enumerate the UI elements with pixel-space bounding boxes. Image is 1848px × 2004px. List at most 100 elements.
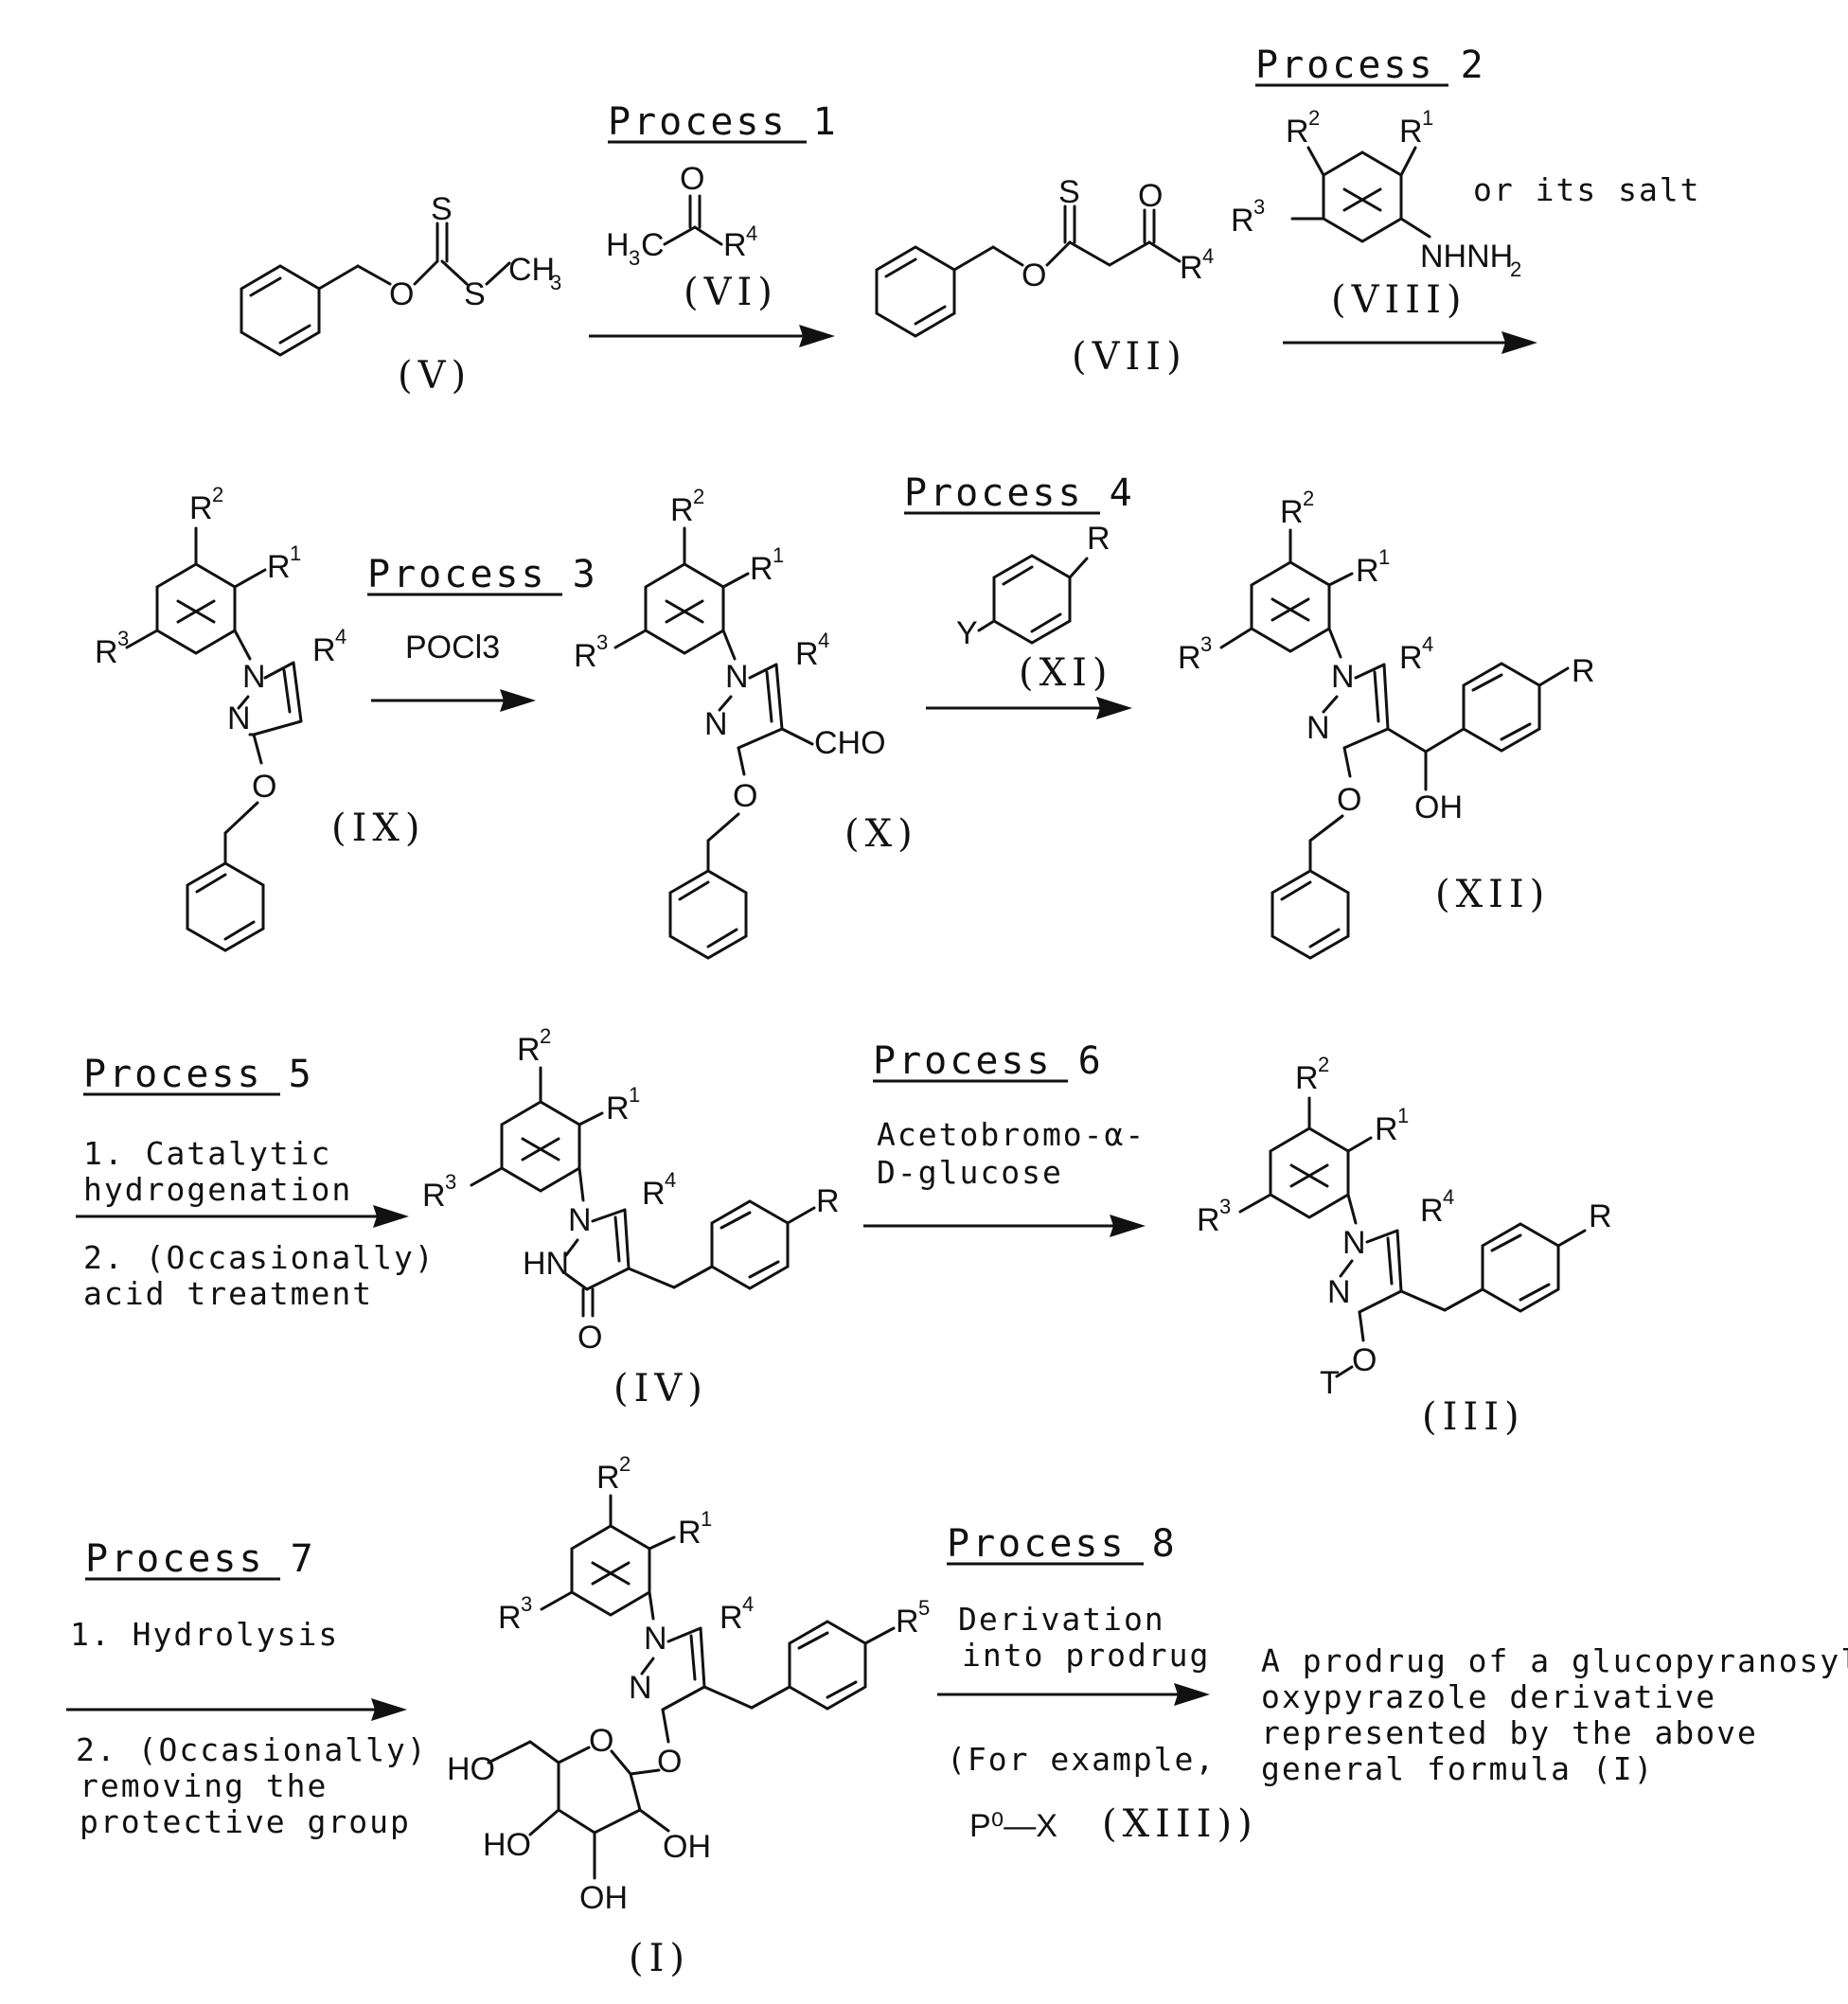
svg-text:N: N: [568, 1202, 592, 1238]
svg-text:Y: Y: [956, 615, 978, 651]
process-3-arrowhead: [500, 689, 536, 712]
svg-text:O: O: [733, 778, 757, 814]
svg-text:HN: HN: [523, 1246, 569, 1282]
svg-text:O: O: [252, 769, 276, 805]
svg-text:N: N: [227, 701, 251, 736]
compound-I-label: (I): [629, 1937, 690, 1980]
svg-text:2: 2: [212, 483, 223, 506]
svg-text:1: 1: [290, 541, 301, 565]
svg-text:S: S: [1058, 174, 1080, 210]
process-5-arrowhead: [373, 1205, 409, 1228]
svg-text:O: O: [578, 1320, 602, 1356]
svg-text:N: N: [1342, 1225, 1366, 1261]
svg-text:3: 3: [521, 1592, 532, 1616]
svg-text:1: 1: [1378, 545, 1390, 569]
svg-text:R: R: [1356, 553, 1379, 589]
svg-text:N: N: [1327, 1274, 1351, 1310]
process-6-title: Process 6: [873, 1039, 1104, 1083]
svg-text:N: N: [1331, 659, 1355, 695]
svg-text:R: R: [1399, 114, 1423, 150]
process-8-title: Process 8: [947, 1522, 1178, 1566]
svg-text:R: R: [1295, 1060, 1319, 1096]
process-5-step-2b: acid treatment: [83, 1275, 373, 1312]
svg-text:N: N: [629, 1670, 652, 1706]
svg-text:CH: CH: [508, 252, 555, 288]
process-1-arrowhead: [799, 325, 835, 347]
svg-text:R: R: [1087, 521, 1111, 557]
final-product-line-1: A prodrug of a glucopyranosyl-: [1261, 1642, 1848, 1679]
svg-text:4: 4: [1422, 632, 1433, 656]
svg-text:O: O: [1022, 257, 1046, 293]
compound-V-label: (V): [398, 354, 471, 398]
compound-VII-label: (VII): [1072, 335, 1187, 379]
process-3-title: Process 3: [367, 553, 598, 596]
svg-text:3: 3: [629, 246, 640, 270]
process-1-title: Process 1: [608, 100, 839, 144]
svg-text:N: N: [1306, 710, 1330, 746]
svg-text:R: R: [642, 1176, 666, 1212]
final-product-line-3: represented by the above: [1261, 1714, 1758, 1751]
svg-text:R: R: [498, 1600, 522, 1636]
svg-text:O: O: [1352, 1342, 1377, 1378]
process-7-step-2a: 2. (Occasionally): [76, 1731, 428, 1768]
svg-text:2: 2: [540, 1024, 551, 1048]
svg-text:C: C: [641, 227, 665, 263]
svg-text:R: R: [267, 549, 291, 585]
svg-text:HO: HO: [447, 1751, 495, 1787]
svg-text:2: 2: [1318, 1053, 1329, 1076]
process-8-reagent-formula: P⁰—X: [969, 1808, 1057, 1844]
process-6-reagent-line-2: D-glucose: [877, 1154, 1063, 1191]
svg-text:R: R: [1286, 114, 1309, 150]
svg-text:R: R: [1420, 1193, 1444, 1229]
svg-text:O: O: [657, 1744, 682, 1780]
process-2-arrowhead: [1502, 331, 1537, 354]
final-product-line-2: oxypyrazole derivative: [1261, 1678, 1716, 1715]
svg-text:3: 3: [550, 271, 561, 294]
svg-text:1: 1: [1422, 106, 1433, 130]
svg-text:N: N: [644, 1621, 667, 1657]
svg-text:R: R: [720, 1600, 743, 1636]
svg-text:CHO: CHO: [814, 725, 886, 761]
compound-III-structure: R2 R1 R3 N R4 N R O T: [1197, 1053, 1612, 1401]
compound-VII-structure: O S O R4: [877, 174, 1214, 336]
svg-text:R: R: [189, 490, 213, 526]
process-5-step-1b: hydrogenation: [83, 1171, 352, 1208]
process-8-line-3: (For example,: [947, 1741, 1216, 1778]
svg-text:1: 1: [1397, 1104, 1409, 1127]
svg-text:2: 2: [1303, 487, 1314, 510]
process-8-line-1: Derivation: [958, 1601, 1165, 1638]
compound-I-structure: R2 R1 R3 N R4 N R5 O O HO HO: [447, 1452, 930, 1916]
svg-text:S: S: [431, 191, 453, 227]
process-7-arrowhead: [371, 1698, 407, 1721]
svg-text:4: 4: [1202, 244, 1214, 268]
svg-text:2: 2: [619, 1452, 631, 1476]
svg-text:R: R: [1178, 640, 1201, 676]
svg-text:4: 4: [1443, 1185, 1454, 1209]
svg-text:R: R: [896, 1604, 919, 1640]
reagent-VI-label: (VI): [684, 271, 778, 314]
process-8-line-2: into prodrug: [962, 1637, 1210, 1674]
process-7-step-1: 1. Hydrolysis: [70, 1616, 339, 1653]
process-8-arrowhead: [1174, 1683, 1210, 1706]
process-5-step-1a: 1. Catalytic: [83, 1135, 331, 1172]
svg-text:3: 3: [445, 1170, 456, 1194]
svg-text:R: R: [795, 636, 819, 672]
reagent-XI-label: (XI): [1019, 651, 1113, 695]
svg-text:R: R: [606, 1091, 630, 1126]
process-2-title: Process 2: [1255, 44, 1486, 87]
svg-text:T: T: [1320, 1365, 1340, 1401]
process-2-note: or its salt: [1473, 171, 1701, 208]
svg-text:O: O: [389, 276, 414, 312]
final-product-line-4: general formula (I): [1261, 1750, 1655, 1787]
compound-IX-structure: R2 R1 R3 N R4 N O: [95, 483, 346, 950]
process-5-step-2a: 2. (Occasionally): [83, 1239, 435, 1276]
svg-text:O: O: [1138, 178, 1163, 214]
svg-text:N: N: [725, 659, 749, 695]
svg-text:4: 4: [742, 1592, 754, 1616]
compound-X-structure: R2 R1 R3 N R4 N CHO O: [574, 485, 886, 958]
svg-text:4: 4: [746, 222, 757, 245]
svg-text:OH: OH: [579, 1880, 628, 1916]
process-5-title: Process 5: [83, 1053, 314, 1096]
svg-text:N: N: [704, 706, 728, 742]
process-4-title: Process 4: [904, 471, 1135, 515]
